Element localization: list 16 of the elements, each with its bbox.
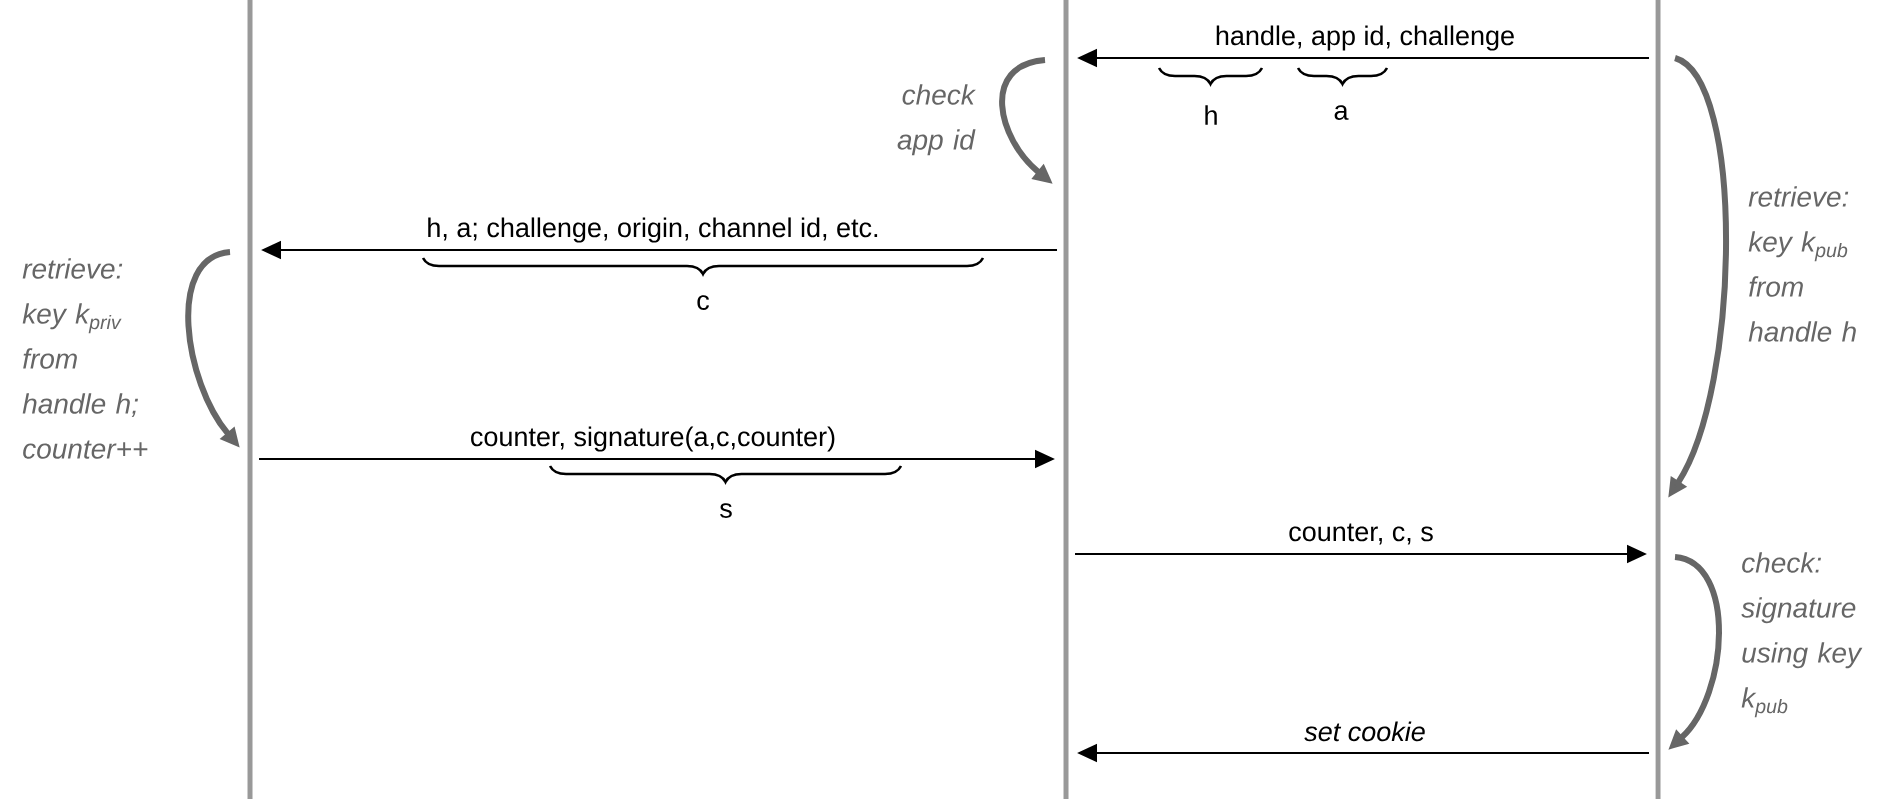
- edge-label: counter, signature(a,c,counter): [467, 424, 839, 454]
- edge-label: handle, app id, challenge: [1212, 23, 1518, 53]
- lifeline: [1655, 0, 1661, 799]
- brace-label: a: [1334, 105, 1349, 120]
- edge-label: retrieve: key k$_{pub}$ from handle h: [1748, 186, 1856, 342]
- edge-label: check app id: [897, 84, 976, 156]
- lifeline: [1063, 0, 1069, 799]
- edge-label: retrieve: key k$_{priv}$ from handle h; counter++: [22, 258, 148, 459]
- edge-label: counter, c, s: [1286, 521, 1436, 547]
- lifeline: [247, 0, 253, 799]
- edge-label: set cookie: [1302, 719, 1428, 744]
- edge-label: h, a; challenge, origin, channel id, etc.: [424, 215, 882, 245]
- brace-label: c: [697, 295, 710, 310]
- edge-label: check: signature using key k$_{pub}$: [1741, 552, 1863, 718]
- brace-label: s: [720, 503, 732, 518]
- brace-label: h: [1205, 105, 1217, 125]
